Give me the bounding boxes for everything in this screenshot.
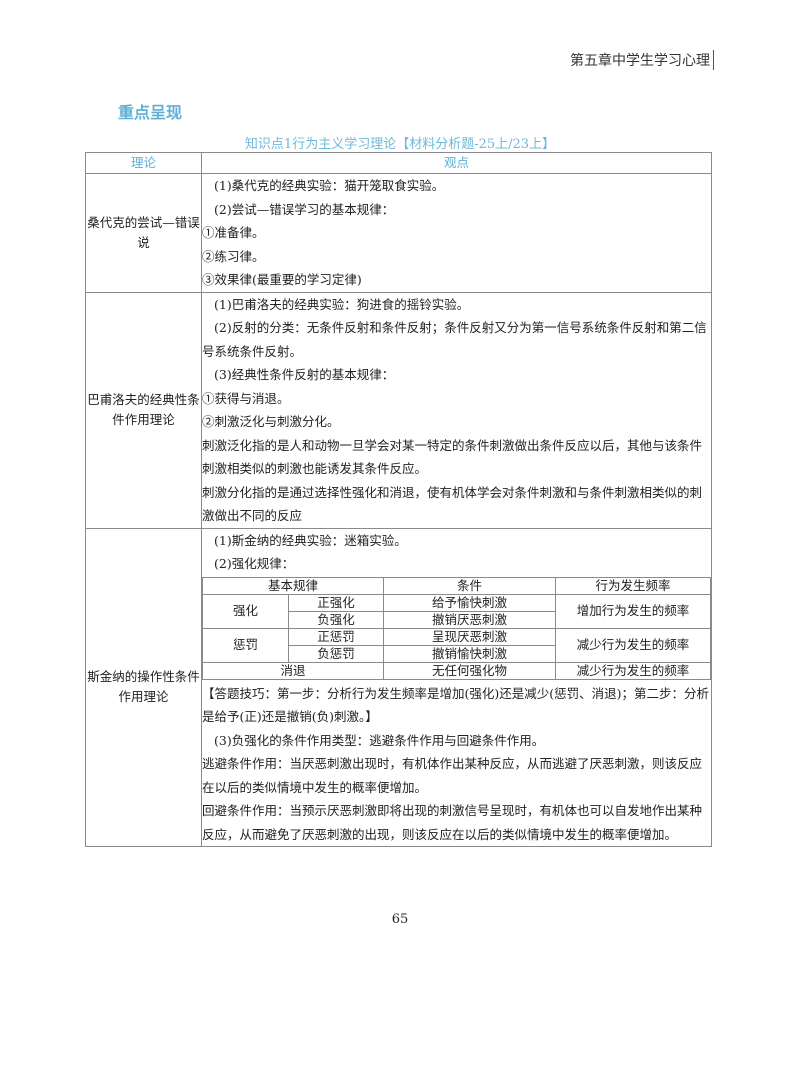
text-line: 逃避条件作用：当厌恶刺激出现时，有机体作出某种反应，从而逃避了厌恶刺激，则该反应… <box>202 756 703 795</box>
rt-effect: 减少行为发生的频率 <box>555 661 711 680</box>
text-line: (1)桑代克的经典实验：猫开笼取食实验。 <box>214 178 445 193</box>
text-line: ①获得与消退。 <box>202 390 290 406</box>
text-line: (3)经典性条件反射的基本规律： <box>214 367 395 382</box>
text-line: ①准备律。 <box>202 225 265 240</box>
theory-name: 巴甫洛夫的经典性条件作用理论 <box>85 291 202 529</box>
theory-name: 斯金纳的操作性条件作用理论 <box>85 527 202 847</box>
text-line: 刺激泛化指的是人和动物一旦学会对某一特定的条件刺激做出条件反应以后，其他与该条件… <box>202 437 703 477</box>
theory-table: 理论 观点 桑代克的尝试—错误说 (1)桑代克的经典实验：猫开笼取食实验。 (2… <box>85 152 712 847</box>
rt-header-condition: 条件 <box>383 576 557 595</box>
text-line: (3)负强化的条件作用类型：逃避条件作用与回避条件作用。 <box>214 732 545 748</box>
text-line: ②刺激泛化与刺激分化。 <box>202 414 340 429</box>
viewpoint-cell: (1)巴甫洛夫的经典实验：狗进食的摇铃实验。 (2)反射的分类：无条件反射和条件… <box>201 291 712 529</box>
rt-condition: 呈现厌恶刺激 <box>383 627 557 646</box>
text-line: (2)反射的分类：无条件反射和条件反射；条件反射又分为第一信号系统条件反射和第二… <box>202 320 707 359</box>
text-line: ②练习律。 <box>202 248 265 264</box>
table-row-skinner: 斯金纳的操作性条件作用理论 (1)斯金纳的经典实验：迷箱实验。 (2)强化规律：… <box>85 527 712 847</box>
section-title: 重点呈现 <box>118 103 183 122</box>
chapter-header: 第五章中学生学习心理 <box>570 53 710 69</box>
text-line: 刺激分化指的是通过选择性强化和消退，使有机体学会对条件刺激和与条件刺激相类似的刺… <box>202 484 703 524</box>
reinforcement-table: 基本规律 条件 行为发生频率 强化 正强化 给予愉快刺激 增加行为发生的频率 负… <box>201 576 711 680</box>
header-viewpoint: 观点 <box>201 152 712 174</box>
rt-condition: 无任何强化物 <box>383 661 557 680</box>
table-row: 惩罚 正惩罚 呈现厌恶刺激 减少行为发生的频率 <box>202 627 711 663</box>
rt-effect: 增加行为发生的频率 <box>555 593 711 629</box>
rt-extinction: 消退 <box>201 661 385 680</box>
reinforcement-header-row: 基本规律 条件 行为发生频率 <box>201 576 711 595</box>
rt-negative-reinforcement: 负强化 <box>287 610 385 629</box>
header-theory: 理论 <box>85 152 202 174</box>
table-header-row: 理论 观点 <box>85 152 712 174</box>
rt-condition: 撤销厌恶刺激 <box>383 610 557 629</box>
rt-effect: 减少行为发生的频率 <box>555 627 711 663</box>
rt-reinforcement: 强化 <box>202 593 289 629</box>
viewpoint-cell: (1)斯金纳的经典实验：迷箱实验。 (2)强化规律： 基本规律 条件 行为发生频… <box>201 527 712 847</box>
rt-header-rule: 基本规律 <box>201 576 385 595</box>
table-row: 消退 无任何强化物 减少行为发生的频率 <box>201 661 711 680</box>
rt-positive-reinforcement: 正强化 <box>287 593 385 612</box>
text-line: (2)强化规律： <box>214 556 295 571</box>
text-line: ③效果律(最重要的学习定律) <box>202 272 362 287</box>
rt-condition: 给予愉快刺激 <box>383 593 557 612</box>
rt-positive-punishment: 正惩罚 <box>287 627 385 646</box>
header-divider <box>713 50 714 70</box>
rt-header-frequency: 行为发生频率 <box>555 576 711 595</box>
theory-name: 桑代克的尝试—错误说 <box>85 173 202 293</box>
table-row-thorndike: 桑代克的尝试—错误说 (1)桑代克的经典实验：猫开笼取食实验。 (2)尝试—错误… <box>85 173 712 293</box>
text-line: (1)巴甫洛夫的经典实验：狗进食的摇铃实验。 <box>214 296 470 312</box>
text-line: (2)尝试—错误学习的基本规律： <box>214 201 395 217</box>
table-row-pavlov: 巴甫洛夫的经典性条件作用理论 (1)巴甫洛夫的经典实验：狗进食的摇铃实验。 (2… <box>85 291 712 529</box>
text-line: (1)斯金纳的经典实验：迷箱实验。 <box>214 532 407 548</box>
rt-negative-punishment: 负惩罚 <box>287 644 385 663</box>
rt-condition: 撤销愉快刺激 <box>383 644 557 663</box>
text-line: 回避条件作用：当预示厌恶刺激即将出现的刺激信号呈现时，有机体也可以自发地作出某种… <box>202 803 703 842</box>
table-row: 强化 正强化 给予愉快刺激 增加行为发生的频率 <box>202 593 711 629</box>
rt-punishment: 惩罚 <box>202 627 289 663</box>
answer-tip: 【答题技巧：第一步：分析行为发生频率是增加(强化)还是减少(惩罚、消退)；第二步… <box>202 685 710 725</box>
page-number: 65 <box>391 912 409 927</box>
table-caption: 知识点1行为主义学习理论【材料分析题-25上/23上】 <box>244 137 556 152</box>
viewpoint-cell: (1)桑代克的经典实验：猫开笼取食实验。 (2)尝试—错误学习的基本规律： ①准… <box>201 173 712 293</box>
